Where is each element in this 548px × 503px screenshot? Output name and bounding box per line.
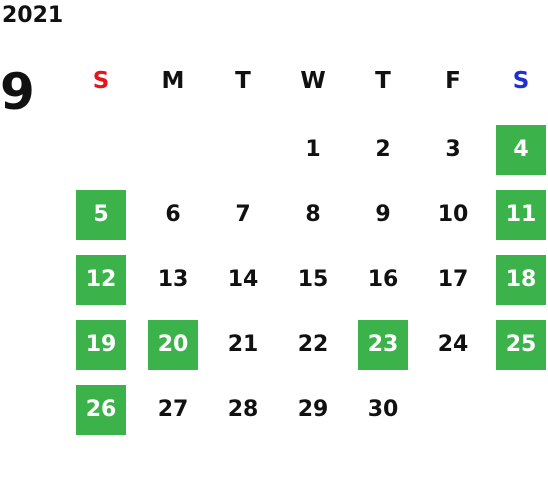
day-cell[interactable]: 10 — [437, 202, 469, 227]
day-cell[interactable]: 26 — [76, 385, 126, 435]
day-cell[interactable]: 12 — [76, 255, 126, 305]
day-cell[interactable]: 17 — [437, 267, 469, 292]
day-cell[interactable]: 16 — [367, 267, 399, 292]
day-cell[interactable]: 24 — [437, 332, 469, 357]
weekday-header-tuesday: T — [235, 68, 251, 94]
day-cell[interactable]: 9 — [375, 202, 391, 227]
weekday-header-wednesday: W — [300, 68, 326, 94]
day-cell[interactable]: 29 — [297, 397, 329, 422]
day-cell[interactable]: 18 — [496, 255, 546, 305]
day-cell[interactable]: 20 — [148, 320, 198, 370]
day-cell[interactable]: 14 — [227, 267, 259, 292]
day-cell[interactable]: 25 — [496, 320, 546, 370]
day-cell[interactable]: 1 — [305, 137, 321, 162]
day-cell[interactable]: 27 — [157, 397, 189, 422]
day-cell[interactable]: 21 — [227, 332, 259, 357]
day-cell[interactable]: 19 — [76, 320, 126, 370]
day-cell[interactable]: 5 — [76, 190, 126, 240]
day-cell[interactable]: 8 — [305, 202, 321, 227]
day-cell[interactable]: 23 — [358, 320, 408, 370]
day-cell[interactable]: 13 — [157, 267, 189, 292]
weekday-header-saturday: S — [512, 68, 530, 94]
year-label: 2021 — [2, 3, 64, 28]
day-cell[interactable]: 6 — [165, 202, 181, 227]
weekday-header-sunday: S — [92, 68, 110, 94]
day-cell[interactable]: 15 — [297, 267, 329, 292]
weekday-header-thursday: T — [375, 68, 391, 94]
month-number: 9 — [0, 63, 35, 121]
weekday-header-monday: M — [161, 68, 185, 94]
weekday-header-friday: F — [445, 68, 461, 94]
day-cell[interactable]: 4 — [496, 125, 546, 175]
day-cell[interactable]: 28 — [227, 397, 259, 422]
day-cell[interactable]: 30 — [367, 397, 399, 422]
day-cell[interactable]: 22 — [297, 332, 329, 357]
day-cell[interactable]: 3 — [445, 137, 461, 162]
day-cell[interactable]: 2 — [375, 137, 391, 162]
day-cell[interactable]: 7 — [235, 202, 251, 227]
day-cell[interactable]: 11 — [496, 190, 546, 240]
